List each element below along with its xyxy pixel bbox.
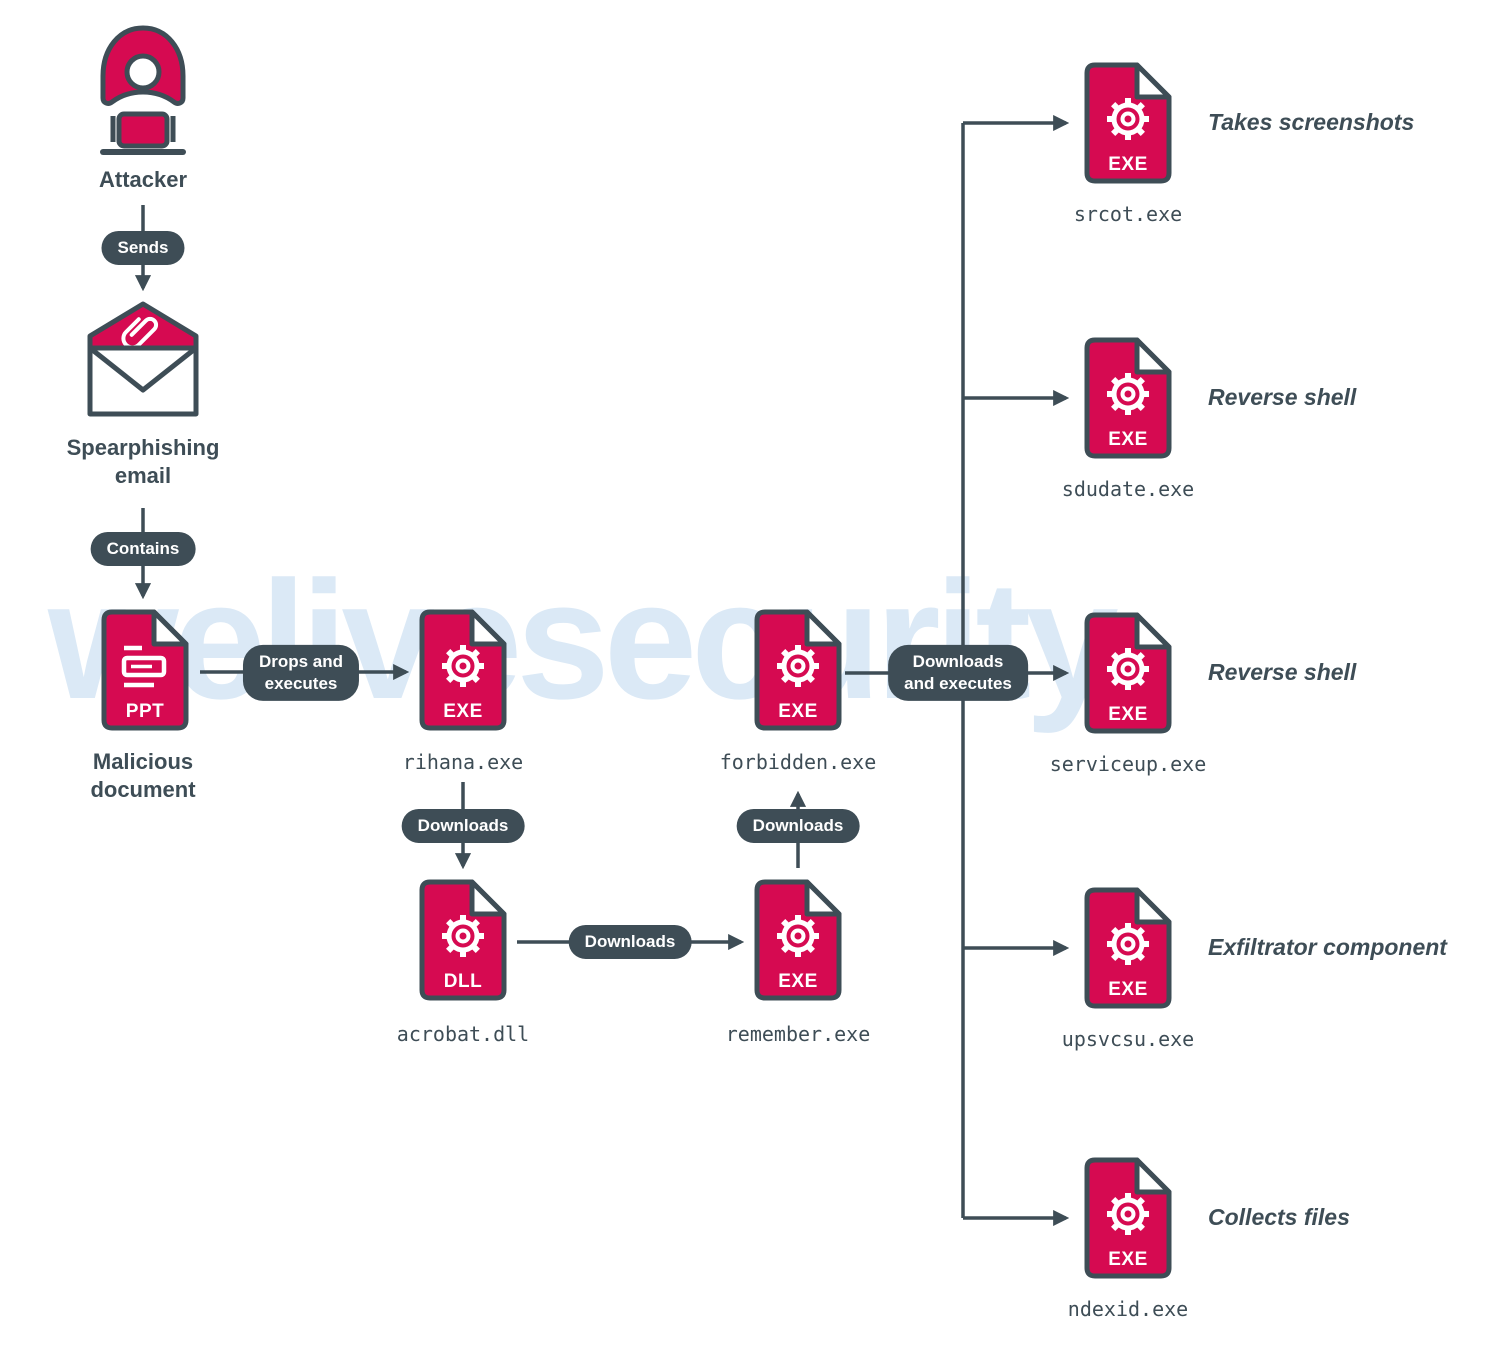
gear-icon: [442, 915, 484, 957]
ppt-file-icon: [101, 609, 189, 731]
exe-file-icon: [1084, 1157, 1172, 1279]
spearphishing-email-label: Spearphishing email: [66, 435, 220, 488]
gear-icon: [777, 645, 819, 687]
upsvcsu-filename: upsvcsu.exe: [1061, 1027, 1195, 1051]
rihana-filename: rihana.exe: [402, 750, 524, 774]
rihana-exe-node: EXE: [418, 608, 508, 732]
sdudate-exe-node: EXE: [1083, 336, 1173, 460]
gear-icon: [1107, 648, 1149, 690]
srcot-exe-node: EXE: [1083, 61, 1173, 185]
file-type-badge: EXE: [1108, 429, 1148, 450]
exe-file-icon: [754, 609, 842, 731]
file-type-badge: EXE: [1108, 979, 1148, 1000]
gear-icon: [1107, 98, 1149, 140]
upsvcsu-exe-node: EXE: [1083, 886, 1173, 1010]
edge-label-contains: Contains: [90, 531, 196, 567]
dll-file-icon: [419, 879, 507, 1001]
attacker-icon: [83, 22, 203, 162]
malicious-document-label: Malicious document: [90, 749, 196, 802]
remember-filename: remember.exe: [725, 1022, 871, 1046]
srcot-description: Takes screenshots: [1208, 109, 1415, 135]
acrobat-filename: acrobat.dll: [396, 1022, 530, 1046]
exe-file-icon: [1084, 612, 1172, 734]
attacker-label: Attacker: [98, 167, 188, 192]
file-type-badge: PPT: [125, 701, 165, 722]
exe-file-icon: [1084, 62, 1172, 184]
exe-file-icon: [419, 609, 507, 731]
file-type-badge: EXE: [1108, 1249, 1148, 1270]
acrobat-dll-node: DLL: [418, 878, 508, 1002]
edge-label-sends: Sends: [101, 230, 185, 266]
edge-label-drops-executes: Drops and executes: [242, 644, 360, 702]
exe-file-icon: [1084, 337, 1172, 459]
malicious-document-node: PPT: [100, 608, 190, 732]
file-type-badge: EXE: [778, 971, 818, 992]
serviceup-description: Reverse shell: [1208, 659, 1357, 685]
file-type-badge: EXE: [443, 701, 483, 722]
gear-icon: [1107, 373, 1149, 415]
serviceup-exe-node: EXE: [1083, 611, 1173, 735]
gear-icon: [442, 645, 484, 687]
file-type-badge: EXE: [1108, 704, 1148, 725]
exe-file-icon: [754, 879, 842, 1001]
ndexid-description: Collects files: [1208, 1204, 1350, 1230]
file-type-badge: DLL: [443, 971, 483, 992]
ndexid-exe-node: EXE: [1083, 1156, 1173, 1280]
exe-file-icon: [1084, 887, 1172, 1009]
file-type-badge: EXE: [778, 701, 818, 722]
paperclip-icon: [121, 317, 158, 350]
edge-label-downloads-1: Downloads: [401, 808, 525, 844]
forbidden-filename: forbidden.exe: [719, 750, 877, 774]
slide-glyph: [121, 645, 167, 688]
ndexid-filename: ndexid.exe: [1067, 1297, 1189, 1321]
srcot-filename: srcot.exe: [1073, 202, 1183, 226]
remember-exe-node: EXE: [753, 878, 843, 1002]
gear-icon: [777, 915, 819, 957]
sdudate-filename: sdudate.exe: [1061, 477, 1195, 501]
edge-label-downloads-3: Downloads: [736, 808, 860, 844]
gear-icon: [1107, 1193, 1149, 1235]
file-type-badge: EXE: [1108, 154, 1148, 175]
sdudate-description: Reverse shell: [1208, 384, 1357, 410]
edge-label-downloads-2: Downloads: [568, 924, 692, 960]
serviceup-filename: serviceup.exe: [1049, 752, 1207, 776]
forbidden-exe-node: EXE: [753, 608, 843, 732]
gear-icon: [1107, 923, 1149, 965]
edge-label-downloads-executes: Downloads and executes: [888, 644, 1028, 702]
spearphishing-email-icon: [78, 298, 208, 420]
upsvcsu-description: Exfiltrator component: [1208, 934, 1447, 960]
